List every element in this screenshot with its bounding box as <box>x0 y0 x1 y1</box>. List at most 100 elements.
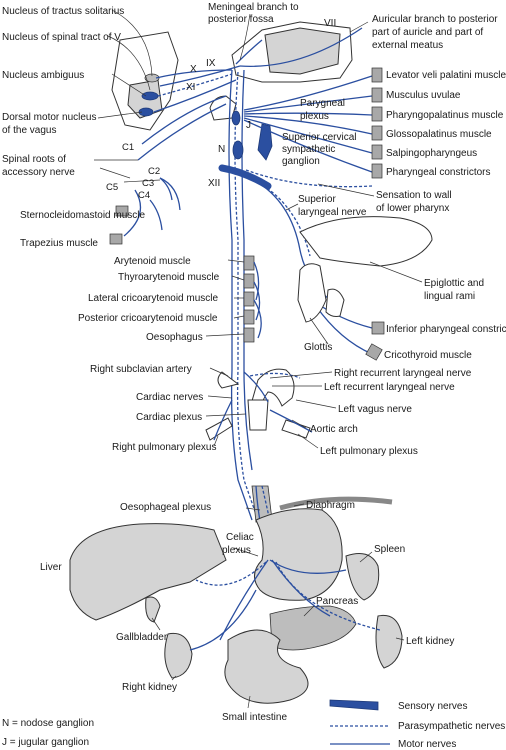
label-sensation-lower-pharynx: Sensation to wall <box>376 190 452 201</box>
label-ganglion-n: N <box>218 144 225 155</box>
label-diaphragm: Diaphragm <box>306 500 355 511</box>
label-thyroarytenoid: Thyroarytenoid muscle <box>118 272 220 283</box>
label-arytenoid: Arytenoid muscle <box>114 256 191 267</box>
label-celiac-plexus-line2: plexus <box>222 545 251 556</box>
label-posterior-cricoarytenoid: Posterior cricoarytenoid muscle <box>78 313 218 324</box>
label-trapezius: Trapezius muscle <box>20 238 98 249</box>
label-c1: C1 <box>122 142 134 153</box>
brainstem <box>111 31 179 131</box>
label-left-recurrent: Left recurrent laryngeal nerve <box>324 382 455 393</box>
laryngeal-muscle-blocks <box>243 255 262 343</box>
label-lateral-cricoarytenoid: Lateral cricoarytenoid muscle <box>88 293 218 304</box>
label-inferior-pharyngeal-constrictors: Inferior pharyngeal constrictors <box>386 324 506 335</box>
vagus-trunk <box>228 69 259 521</box>
label-nucleus-ambiguus: Nucleus ambiguus <box>2 70 84 81</box>
label-glossopalatinus: Glossopalatinus muscle <box>386 129 492 140</box>
label-oesophagus: Oesophagus <box>146 332 203 343</box>
accessory-roots <box>123 95 227 237</box>
label-c4: C4 <box>138 190 150 201</box>
label-ganglion-j: J <box>246 120 251 131</box>
thorax-vessels <box>205 368 313 441</box>
spleen-shape <box>345 553 380 601</box>
label-c3: C3 <box>142 178 154 189</box>
small-intestine-shape <box>224 629 309 704</box>
cricothyroid-block <box>365 343 383 361</box>
legend-motor-label: Motor nerves <box>398 739 456 750</box>
nucleus-ambiguus-shape <box>141 91 159 101</box>
label-superior-cervical-ganglion-line3: ganglion <box>282 156 320 167</box>
label-nerve-xii: XII <box>208 178 220 189</box>
legend-sensory-swatch <box>329 699 379 711</box>
label-left-kidney: Left kidney <box>406 636 454 647</box>
label-cricothyroid: Cricothyroid muscle <box>384 350 472 361</box>
pharynx-muscle-blocks <box>109 67 383 245</box>
label-pharyngeal-plexus: Parygneal <box>300 98 345 109</box>
label-salpingopharyngeus: Salpingopharyngeus <box>386 148 477 159</box>
label-sternocleidomastoid: Sternocleidomastoid muscle <box>20 210 145 221</box>
pharyngeal-branches <box>243 75 373 188</box>
label-spinal-roots: Spinal roots of <box>2 154 66 165</box>
label-nerve-x: X <box>190 64 197 75</box>
label-auricular-branch: Auricular branch to posterior <box>372 14 498 25</box>
jugular-ganglion <box>231 110 241 126</box>
dorsal-motor-nucleus-shape <box>138 107 154 117</box>
superior-laryngeal <box>245 175 433 355</box>
legend-parasympathetic-label: Parasympathetic nerves <box>398 721 505 732</box>
label-nucleus-tractus-solitarius: Nucleus of tractus solitarius <box>2 6 124 17</box>
larynx-shape <box>297 263 327 323</box>
nuclei-outflow <box>153 27 363 113</box>
label-superior-laryngeal: Superior <box>298 194 336 205</box>
ganglion-key: N = nodose ganglion J = jugular ganglion <box>2 718 94 748</box>
key-jugular: J = jugular ganglion <box>2 737 89 748</box>
label-superior-cervical-ganglion-line2: sympathetic <box>282 144 335 155</box>
gallbladder-shape <box>145 596 161 623</box>
label-auricular-branch-line3: external meatus <box>372 40 443 51</box>
label-right-kidney: Right kidney <box>122 682 177 693</box>
labels: Nucleus of tractus solitarius Nucleus of… <box>2 2 506 723</box>
label-pharyngeal-plexus-line2: plexus <box>300 111 329 122</box>
left-kidney-shape <box>375 614 403 669</box>
label-epiglottic-lingual-rami-line2: lingual rami <box>424 291 475 302</box>
label-right-recurrent: Right recurrent laryngeal nerve <box>334 368 472 379</box>
label-right-pulmonary-plexus: Right pulmonary plexus <box>112 442 217 453</box>
label-nucleus-spinal-tract-v: Nucleus of spinal tract of V <box>2 32 121 43</box>
label-levator-veli-palatini: Levator veli palatini muscle <box>386 70 506 81</box>
label-gallbladder: Gallbladder <box>116 632 168 643</box>
legend-sensory-label: Sensory nerves <box>398 701 467 712</box>
label-right-subclavian: Right subclavian artery <box>90 364 192 375</box>
inferior-constrictor-block <box>371 321 385 335</box>
label-dorsal-motor-nucleus-line2: of the vagus <box>2 125 56 136</box>
liver-shape <box>69 523 227 621</box>
label-celiac-plexus: Celiac <box>226 532 254 543</box>
label-c5: C5 <box>106 182 118 193</box>
label-meningeal-branch-line2: posterior fossa <box>208 14 274 25</box>
label-superior-cervical-ganglion: Superior cervical <box>282 132 356 143</box>
label-cardiac-plexus: Cardiac plexus <box>136 412 202 423</box>
label-spinal-roots-line2: accessory nerve <box>2 167 75 178</box>
label-auricular-branch-line2: part of auricle and part of <box>372 27 483 38</box>
right-kidney-shape <box>164 632 193 679</box>
abdomen-organs <box>69 508 403 704</box>
label-superior-laryngeal-line2: laryngeal nerve <box>298 207 367 218</box>
label-leaders <box>94 9 423 709</box>
label-pancreas: Pancreas <box>316 596 358 607</box>
label-nerve-xi: XI <box>186 82 195 93</box>
label-cardiac-nerves: Cardiac nerves <box>136 392 203 403</box>
hypoglossal-nerve <box>218 164 272 190</box>
label-meningeal-branch: Meningeal branch to <box>208 2 299 13</box>
label-glottis: Glottis <box>304 342 332 353</box>
stomach-shape <box>254 508 343 601</box>
label-liver: Liver <box>40 562 62 573</box>
epiglottis-shape <box>299 216 433 267</box>
label-sensation-lower-pharynx-line2: of lower pharynx <box>376 203 449 214</box>
label-left-vagus: Left vagus nerve <box>338 404 412 415</box>
label-left-pulmonary-plexus: Left pulmonary plexus <box>320 446 418 457</box>
label-nerve-vii: VII <box>324 18 336 29</box>
label-pharyngopalatinus: Pharyngopalatinus muscle <box>386 110 504 121</box>
key-nodose: N = nodose ganglion <box>2 718 94 729</box>
label-pharyngeal-constrictors: Pharyngeal constrictors <box>386 167 491 178</box>
superior-cervical-ganglion <box>257 123 273 161</box>
label-epiglottic-lingual-rami: Epiglottic and <box>424 278 484 289</box>
